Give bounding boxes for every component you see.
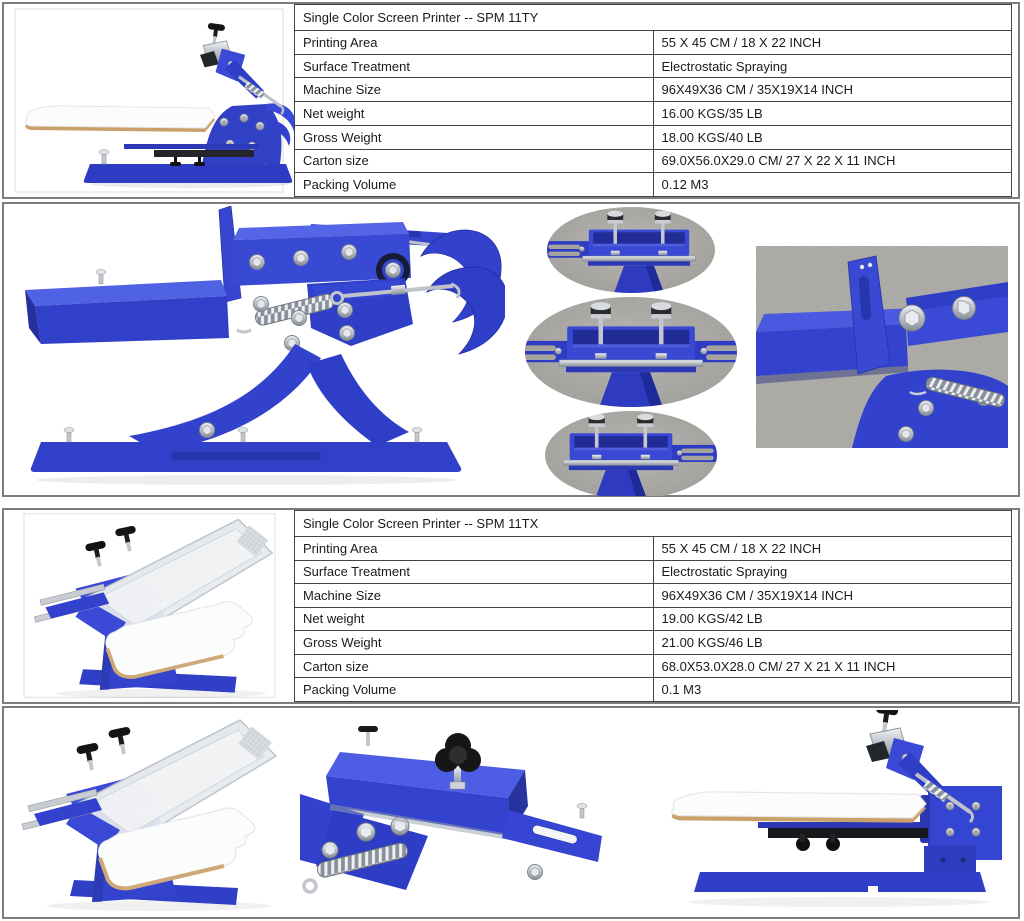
- spec-value: Electrostatic Spraying: [652, 559, 1012, 585]
- frame-legs: [129, 344, 409, 452]
- t-screw: [358, 726, 378, 746]
- spec-value: 21.00 KGS/46 LB: [652, 630, 1012, 655]
- spec-label: Carton size: [294, 148, 654, 174]
- machine-body: [920, 786, 1002, 872]
- spec-label: Surface Treatment: [294, 53, 654, 79]
- lower-claw: [425, 266, 505, 355]
- spec-value: 55 X 45 CM / 18 X 22 INCH: [652, 30, 1012, 55]
- pallet-bracket: [124, 144, 259, 166]
- spec-label: Packing Volume: [294, 677, 654, 702]
- clamp-bar: [326, 752, 528, 840]
- spec-label: Machine Size: [294, 77, 654, 103]
- spec-label: Machine Size: [294, 583, 654, 608]
- frame-base: [30, 427, 462, 472]
- spec-value: 96X49X36 CM / 35X19X14 INCH: [652, 77, 1012, 103]
- spec-section-spm11tx: Single Color Screen Printer -- SPM 11TX …: [2, 508, 1020, 704]
- pallet-bracket: [758, 822, 928, 851]
- spring: [302, 842, 408, 894]
- pallet: [670, 791, 927, 824]
- spec-value: 18.00 KGS/40 LB: [652, 124, 1012, 150]
- spec-value: Electrostatic Spraying: [652, 53, 1012, 79]
- spm11tx-angled-view-illustration: [23, 513, 276, 702]
- frame-left-arm: [25, 269, 229, 344]
- clamp-oval-top: [547, 207, 715, 293]
- clamp-knob-closeup-illustration: [300, 726, 602, 894]
- spec-label: Gross Weight: [294, 630, 654, 655]
- bracket-spring-closeup-illustration: [756, 246, 1008, 448]
- spec-value: 0.12 M3: [652, 172, 1012, 197]
- spec-value: 96X49X36 CM / 35X19X14 INCH: [652, 583, 1012, 608]
- pallet: [24, 105, 216, 133]
- clamp-position-ovals-illustration: [525, 207, 737, 496]
- spec-value: 19.00 KGS/42 LB: [652, 606, 1012, 632]
- spec-value: 69.0X56.0X29.0 CM/ 27 X 22 X 11 INCH: [652, 148, 1012, 174]
- spec-label: Gross Weight: [294, 124, 654, 150]
- spec-label: Packing Volume: [294, 172, 654, 197]
- spm11tx-angled-photo-illustration: [8, 710, 297, 915]
- spec-value: 0.1 M3: [652, 677, 1012, 702]
- spring: [909, 376, 1005, 408]
- main-spring: [236, 282, 461, 334]
- hex-bolt-2: [952, 296, 976, 320]
- hex-bolts: [898, 304, 926, 332]
- spec-label: Carton size: [294, 653, 654, 679]
- spec-value: 55 X 45 CM / 18 X 22 INCH: [652, 536, 1012, 561]
- spec-label: Surface Treatment: [294, 559, 654, 585]
- spec-label: Printing Area: [294, 30, 654, 55]
- machine-frame-closeup-illustration: [25, 206, 505, 485]
- photo-spm11ty-side: [4, 4, 294, 197]
- photo-spm11tx-angle: [4, 510, 294, 702]
- spec-table-spm11tx: Single Color Screen Printer -- SPM 11TX …: [294, 510, 1012, 702]
- spec-label: Net weight: [294, 606, 654, 632]
- spec-value: 16.00 KGS/35 LB: [652, 101, 1012, 126]
- clamp-oval-bottom: [545, 411, 717, 496]
- product-title: Single Color Screen Printer -- SPM 11TY: [294, 4, 1012, 31]
- spec-table-spm11ty: Single Color Screen Printer -- SPM 11TY …: [294, 4, 1012, 197]
- spec-label: Printing Area: [294, 536, 654, 561]
- spm11tx-side-view-illustration: [670, 710, 1002, 907]
- star-knob: [435, 733, 481, 790]
- machine-base: [83, 149, 293, 183]
- spec-section-spm11ty: Single Color Screen Printer -- SPM 11TY …: [2, 2, 1020, 199]
- spec-value: 68.0X53.0X28.0 CM/ 27 X 21 X 11 INCH: [652, 653, 1012, 679]
- machine-base: [694, 872, 986, 892]
- spm11ty-side-view-illustration: [14, 8, 294, 193]
- spec-label: Net weight: [294, 101, 654, 126]
- product-title: Single Color Screen Printer -- SPM 11TX: [294, 510, 1012, 537]
- detail-photos-section-spm11ty: [2, 202, 1020, 497]
- bracket-plate: [847, 255, 891, 375]
- slot-arm-right: [502, 810, 602, 862]
- detail-photos-section-spm11tx: [2, 706, 1020, 919]
- clamp-oval-middle: [525, 297, 737, 407]
